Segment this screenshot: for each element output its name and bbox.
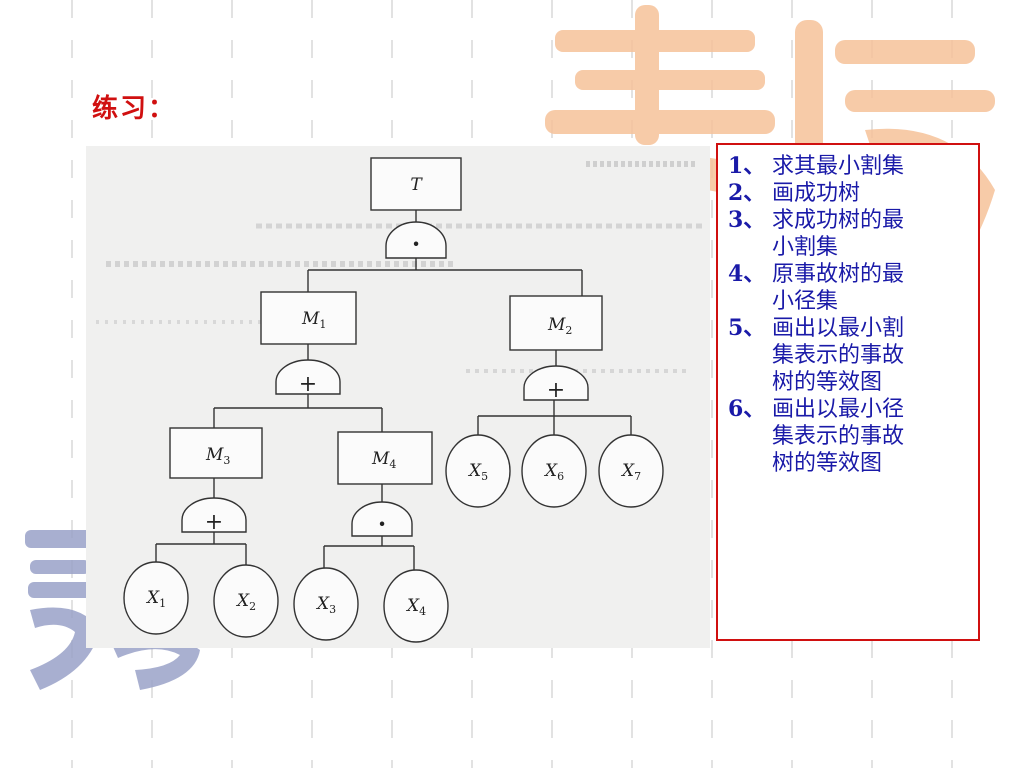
x7-label: X7 xyxy=(620,461,641,483)
x3-label: X3 xyxy=(315,594,336,616)
fault-tree-svg: · + + + · T M1 M2 M3 M4 X5 X6 X7 X1 X2 X… xyxy=(96,157,706,643)
task-item-3: 3、 求成功树的最 小割集 xyxy=(728,207,972,261)
event-box-m4 xyxy=(337,431,433,485)
task-text-line: 求成功树的最 xyxy=(772,208,905,233)
task-number: 3、 xyxy=(728,207,766,233)
event-box-m1 xyxy=(260,291,357,345)
task-item-5: 5、 画出以最小割 集表示的事故 树的等效图 xyxy=(728,315,972,396)
basic-event-x2 xyxy=(213,564,279,638)
x1-label: X1 xyxy=(145,588,166,610)
basic-event-x3 xyxy=(293,567,359,641)
and-symbol-top: · xyxy=(412,229,420,258)
task-item-1: 1、 求其最小割集 xyxy=(728,153,972,180)
task-text-line: 小割集 xyxy=(772,235,839,260)
m2-label: M2 xyxy=(547,315,572,337)
task-text-line: 树的等效图 xyxy=(772,370,883,395)
task-text-line: 小径集 xyxy=(772,289,839,314)
task-item-4: 4、 原事故树的最 小径集 xyxy=(728,261,972,315)
task-item-2: 2、 画成功树 xyxy=(728,180,972,207)
and-gate-m4 xyxy=(351,501,413,537)
or-gate-m1 xyxy=(275,359,341,395)
or-symbol-m3: + xyxy=(205,510,223,535)
or-gate-m2 xyxy=(523,365,589,401)
task-text-line: 集表示的事故 xyxy=(772,343,905,368)
task-number: 4、 xyxy=(728,261,766,287)
task-number: 2、 xyxy=(728,180,766,206)
basic-event-x5 xyxy=(445,434,511,508)
x2-label: X2 xyxy=(235,591,256,613)
basic-event-x4 xyxy=(383,569,449,643)
event-box-m2 xyxy=(509,295,603,351)
exercise-task-list: 1、 求其最小割集 2、 画成功树 3、 求成功树的最 小割集 4、 原事故树的… xyxy=(716,143,980,641)
task-text-line: 画出以最小径 xyxy=(772,397,905,422)
task-text-line: 求其最小割集 xyxy=(772,154,905,179)
task-number: 5、 xyxy=(728,315,766,341)
fault-tree-diagram: · + + + · T M1 M2 M3 M4 X5 X6 X7 X1 X2 X… xyxy=(86,146,710,648)
m1-label: M1 xyxy=(301,309,326,331)
task-text-line: 集表示的事故 xyxy=(772,424,905,449)
x6-label: X6 xyxy=(543,461,564,483)
task-text-line: 原事故树的最 xyxy=(772,262,905,287)
basic-event-x1 xyxy=(123,561,189,635)
task-number: 1、 xyxy=(728,153,766,179)
task-item-6: 6、 画出以最小径 集表示的事故 树的等效图 xyxy=(728,396,972,477)
exercise-heading: 练习： xyxy=(92,94,177,124)
x4-label: X4 xyxy=(405,596,426,618)
scan-bleed-text xyxy=(96,161,706,373)
m4-label: M4 xyxy=(371,449,396,471)
x5-label: X5 xyxy=(467,461,488,483)
task-text-line: 画成功树 xyxy=(772,181,861,206)
basic-event-x6 xyxy=(521,434,587,508)
top-event-label: T xyxy=(410,175,423,195)
task-text-line: 画出以最小割 xyxy=(772,316,905,341)
task-text-line: 树的等效图 xyxy=(772,451,883,476)
or-gate-m3 xyxy=(181,497,247,533)
and-symbol-m4: · xyxy=(378,509,386,538)
event-box-m3 xyxy=(169,427,263,479)
and-gate-top xyxy=(385,221,447,259)
basic-event-x7 xyxy=(598,434,664,508)
or-symbol-m1: + xyxy=(299,372,317,397)
m3-label: M3 xyxy=(205,445,230,467)
or-symbol-m2: + xyxy=(547,378,565,403)
task-number: 6、 xyxy=(728,396,766,422)
